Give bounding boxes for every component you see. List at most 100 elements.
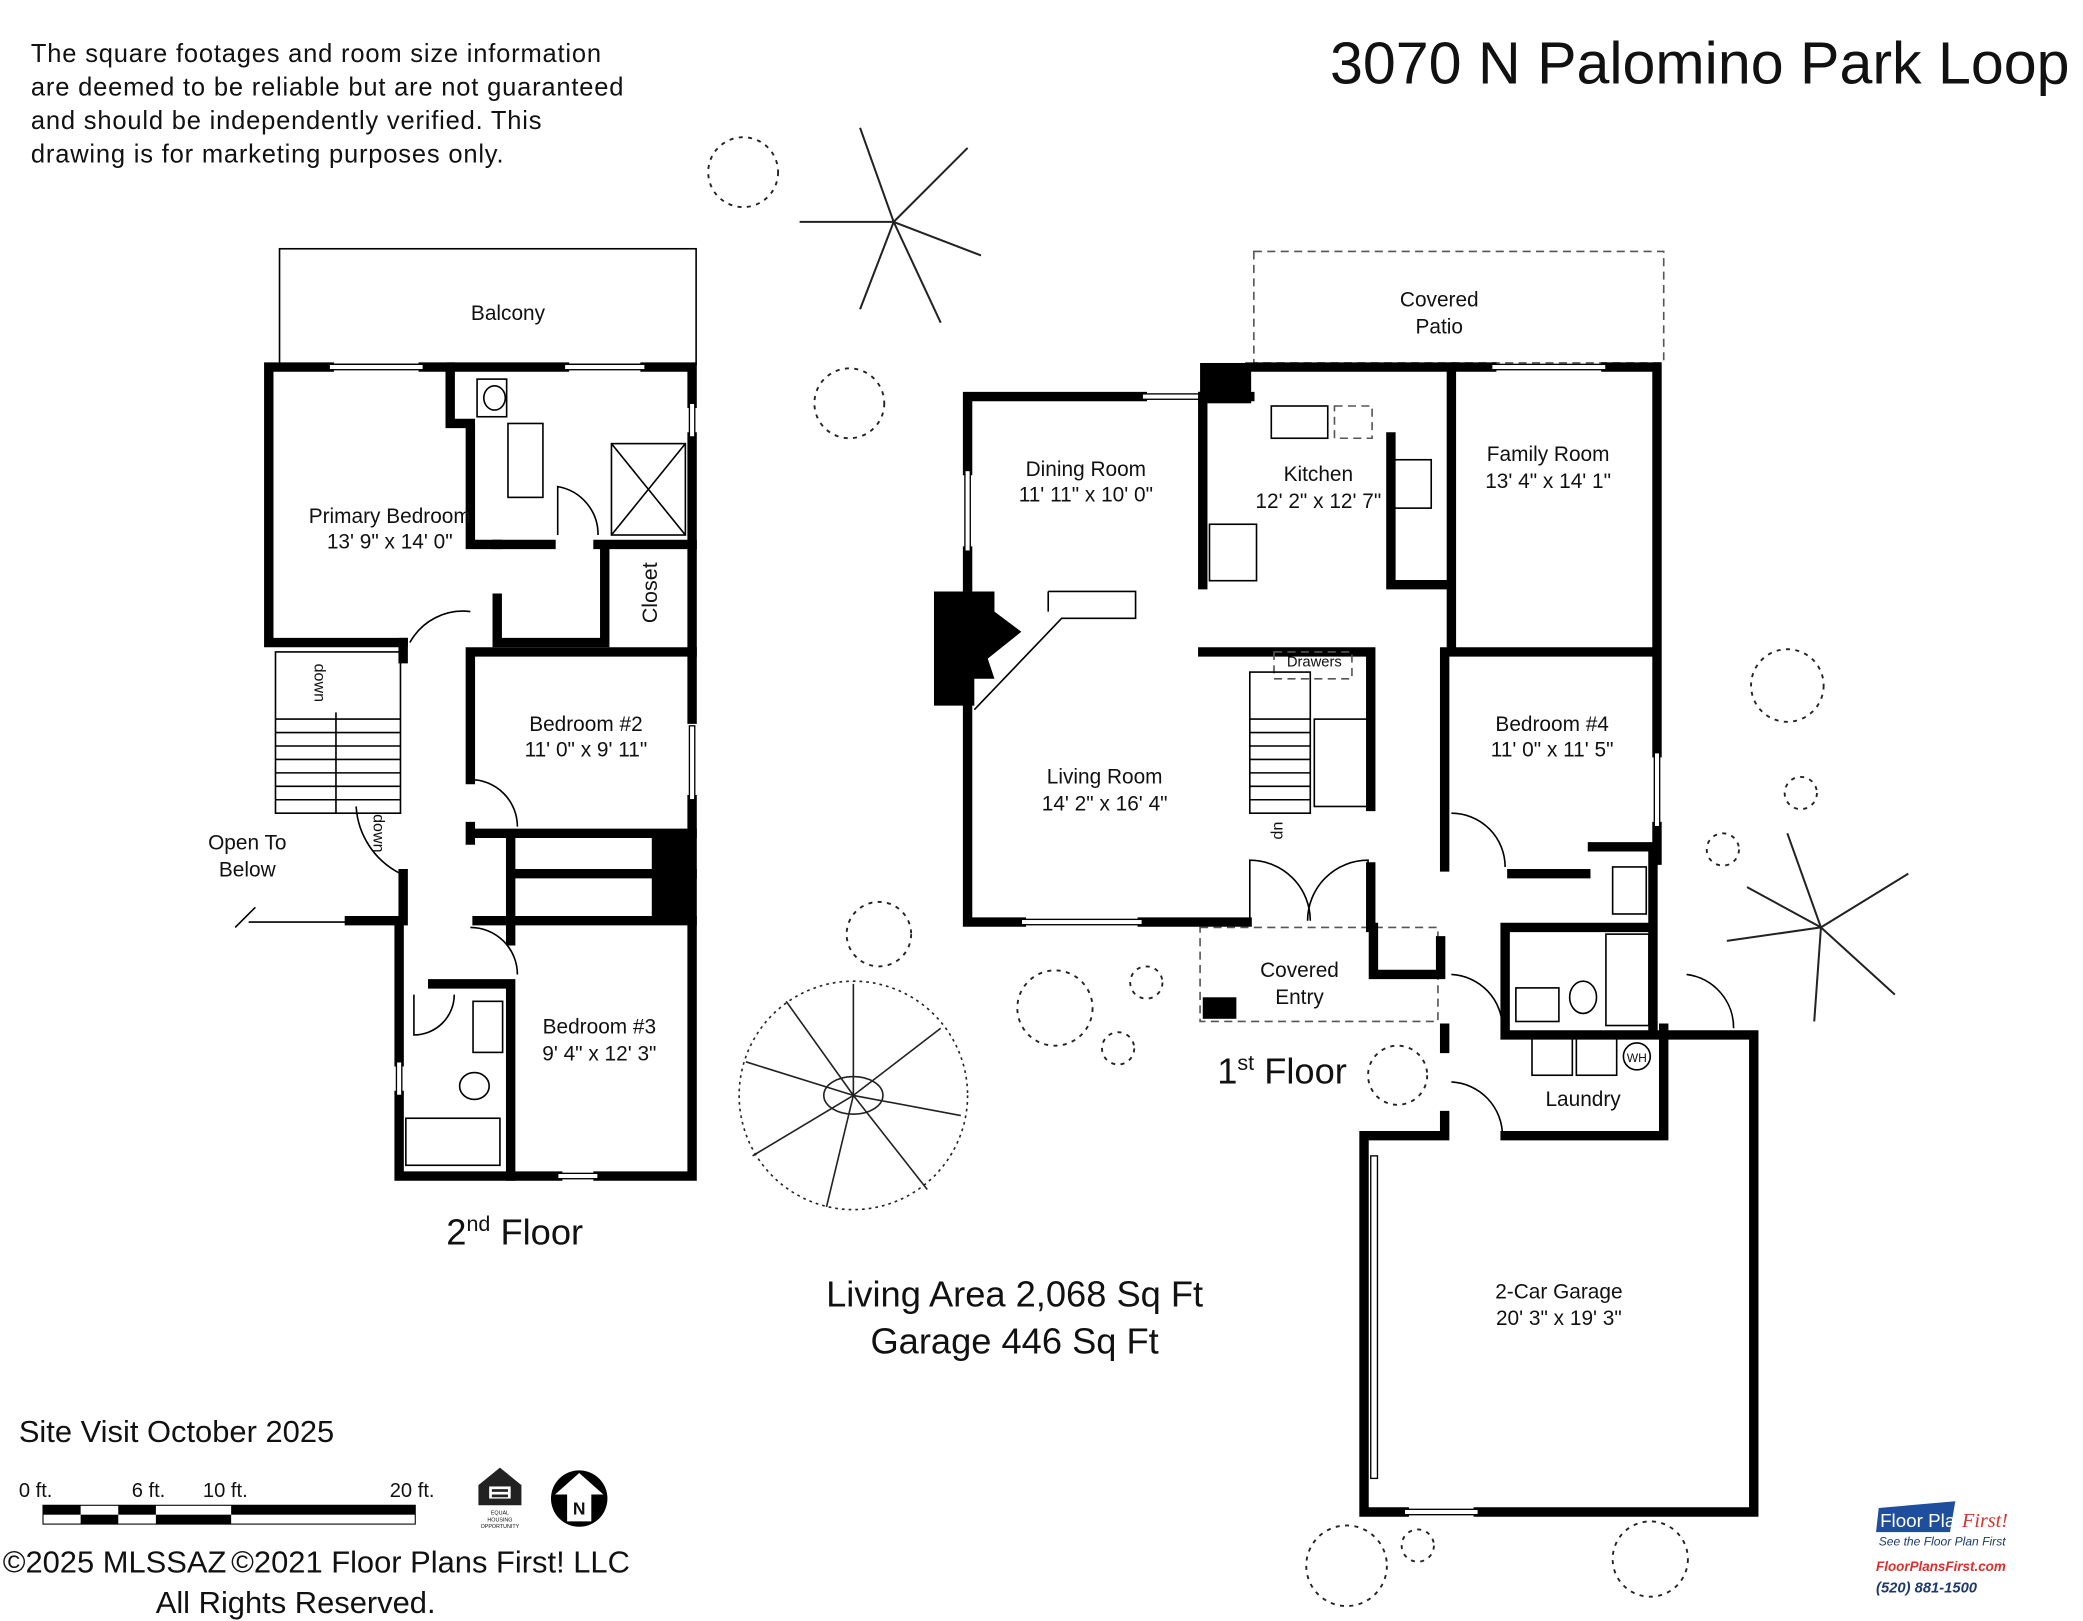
second-floor-label: 2nd Floor	[446, 1212, 583, 1253]
covered-patio-label: Patio	[1416, 315, 1463, 338]
shrub-icon	[1016, 969, 1094, 1047]
room-label-bedroom-2: Bedroom #2	[529, 713, 642, 736]
disclaimer-line: are deemed to be reliable but are not gu…	[31, 74, 624, 102]
garage-door	[1370, 1155, 1379, 1480]
water-heater	[1622, 1042, 1652, 1071]
room-size-kitchen: 12' 2" x 12' 7"	[1255, 490, 1381, 513]
shrub-icon	[1305, 1524, 1388, 1608]
shrub-icon	[1129, 965, 1164, 1000]
stair-direction-label: down	[370, 814, 388, 853]
svg-text:N: N	[573, 1499, 586, 1519]
window	[1491, 363, 1607, 371]
room-label-kitchen: Kitchen	[1284, 463, 1353, 486]
open-to-below-label: Below	[219, 858, 277, 881]
window	[563, 363, 646, 371]
window	[328, 363, 424, 371]
shrub-icon	[1705, 832, 1740, 867]
equal-housing-icon: EQUAL HOUSING OPPORTUNITY	[478, 1467, 522, 1530]
bathtub	[405, 1117, 501, 1167]
palm-tree-icon	[799, 127, 982, 324]
covered-patio-label: Covered	[1400, 289, 1479, 312]
dryer	[1575, 1036, 1618, 1077]
disclaimer-line: The square footages and room size inform…	[31, 40, 602, 68]
toilet	[458, 1071, 490, 1101]
landscaping	[707, 127, 1909, 1608]
tree-icon	[738, 980, 969, 1211]
site-visit-label: Site Visit October 2025	[19, 1414, 334, 1449]
living-area-label: Living Area 2,068 Sq Ft	[826, 1273, 1203, 1314]
shrub-icon	[1750, 648, 1825, 723]
room-label-garage: 2-Car Garage	[1495, 1280, 1622, 1303]
svg-text:Floor Plans: Floor Plans	[1880, 1510, 1975, 1531]
drawers-label: Drawers	[1287, 655, 1342, 671]
kitchen-sink	[1270, 405, 1329, 440]
scale-label: 20 ft.	[390, 1480, 435, 1502]
window	[1403, 1508, 1479, 1516]
copyright-overlay: ©2025 MLSSAZ	[3, 1544, 227, 1579]
room-size-garage: 20' 3" x 19' 3"	[1496, 1307, 1622, 1330]
copyright: ©2025 MLSSAZ ©2021 Floor Plans First! LL…	[3, 1544, 630, 1619]
room-size-primary-bedroom: 13' 9" x 14' 0"	[327, 530, 453, 553]
scale-label: 6 ft.	[132, 1480, 166, 1502]
washer	[1531, 1036, 1574, 1077]
vanity	[507, 422, 544, 499]
toilet	[1568, 980, 1598, 1015]
room-label-living-room: Living Room	[1047, 766, 1163, 789]
room-size-dining-room: 11' 11" x 10' 0"	[1019, 483, 1153, 506]
refrigerator	[1208, 523, 1258, 582]
water-heater-label: WH	[1627, 1051, 1647, 1065]
first-floor-plan: Covered Patio Dining Room 11' 11" x 10' …	[933, 250, 1759, 1517]
room-size-bedroom-3: 9' 4" x 12' 3"	[542, 1042, 656, 1065]
svg-text:HOUSING: HOUSING	[487, 1517, 512, 1523]
window	[1020, 918, 1143, 926]
chimney	[651, 833, 690, 917]
shrub-icon	[845, 900, 913, 968]
room-label-dining-room: Dining Room	[1026, 458, 1146, 481]
room-size-bedroom-4: 11' 0" x 11' 5"	[1491, 739, 1614, 762]
svg-text:See the Floor Plan First: See the Floor Plan First	[1879, 1535, 2007, 1549]
first-floor-label: 1st Floor	[1217, 1050, 1347, 1091]
window	[1653, 752, 1661, 828]
svg-text:OPPORTUNITY: OPPORTUNITY	[481, 1524, 520, 1530]
copyright-line: ©2021 Floor Plans First! LLC	[231, 1544, 630, 1579]
staircase	[234, 651, 402, 928]
room-label-family-room: Family Room	[1487, 443, 1610, 466]
covered-entry-label: Covered	[1260, 959, 1339, 982]
shrub-icon	[1400, 1528, 1435, 1563]
fireplace	[933, 591, 1022, 706]
garage-area-label: Garage 446 Sq Ft	[870, 1320, 1158, 1361]
floor-plans-first-logo: Floor Plans First! See the Floor Plan Fi…	[1876, 1501, 2008, 1597]
scale-bar: 0 ft. 6 ft. 10 ft. 20 ft.	[19, 1480, 435, 1525]
scale-label: 10 ft.	[203, 1480, 248, 1502]
palm-tree-icon	[1726, 833, 1909, 1022]
shrub-icon	[1101, 1031, 1136, 1066]
toilet	[476, 378, 508, 418]
room-label-primary-bedroom: Primary Bedroom	[309, 505, 471, 528]
north-arrow-icon: N	[550, 1470, 608, 1527]
covered-entry-label: Entry	[1275, 986, 1324, 1009]
room-size-family-room: 13' 4" x 14' 1"	[1485, 470, 1611, 493]
window	[688, 402, 696, 438]
room-label-laundry: Laundry	[1545, 1088, 1621, 1111]
disclaimer-line: and should be independently verified. Th…	[31, 107, 542, 135]
shrub-icon	[707, 136, 780, 209]
disclaimer: The square footages and room size inform…	[31, 40, 624, 169]
room-label-bedroom-4: Bedroom #4	[1495, 713, 1608, 736]
shrub-icon	[1367, 1044, 1429, 1106]
stair-direction-label: down	[310, 664, 328, 703]
shower	[610, 442, 687, 536]
copyright-line: All Rights Reserved.	[156, 1585, 436, 1620]
drawers	[1273, 651, 1353, 680]
second-floor-plan: Balcony Primary Bedroom 13' 9" x 14' 0" …	[208, 247, 697, 1253]
room-label-bedroom-3: Bedroom #3	[543, 1016, 656, 1039]
page-title: 3070 N Palomino Park Loop	[1330, 29, 2070, 96]
shrub-icon	[813, 367, 886, 440]
window	[688, 725, 696, 801]
svg-text:First!: First!	[1961, 1510, 2008, 1532]
bathtub	[1605, 933, 1650, 1027]
room-label-closet: Closet	[638, 562, 662, 623]
svg-text:FloorPlansFirst.com: FloorPlansFirst.com	[1876, 1559, 2006, 1574]
sink	[1515, 987, 1560, 1023]
window	[557, 1172, 599, 1180]
svg-text:(520) 881-1500: (520) 881-1500	[1876, 1581, 1978, 1597]
